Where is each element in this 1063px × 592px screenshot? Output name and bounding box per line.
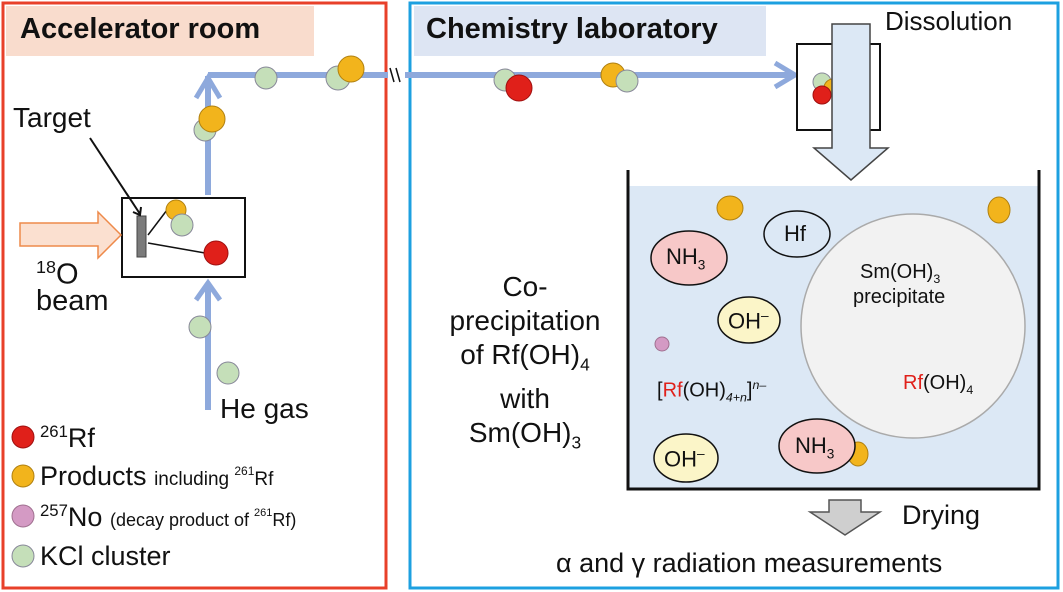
nh3-label-2: NH3 — [795, 433, 835, 462]
chemistry-lab-panel — [408, 1, 1060, 590]
beam-label: 18O — [36, 257, 79, 291]
measurement-label: α and γ radiation measurements — [556, 548, 943, 578]
rf-oh4-label: Rf(OH)4 — [903, 372, 974, 397]
beaker — [626, 170, 1041, 491]
sm-oh3-precipitate — [800, 213, 1026, 439]
oh-label: OH– — [728, 308, 769, 334]
particles — [165, 55, 639, 385]
legend-markers — [11, 425, 35, 568]
accelerator-room-title: Accelerator room — [20, 13, 261, 45]
he-gas-label: He gas — [220, 393, 309, 424]
accelerator-room-panel — [1, 1, 388, 590]
chemistry-lab-title: Chemistry laboratory — [426, 13, 718, 45]
nh3-label: NH3 — [666, 244, 706, 273]
legend-rf: 261Rf — [40, 422, 95, 453]
precipitate-label: precipitate — [853, 286, 946, 308]
rf-complex-label: [Rf(OH)4+n]n– — [657, 378, 767, 405]
oh-label-2: OH– — [664, 446, 705, 472]
break-mark — [389, 67, 401, 83]
target-label: Target — [13, 102, 91, 133]
dissolution-arrow — [811, 23, 891, 181]
legend-products: Products including 261Rf — [40, 461, 274, 491]
target — [136, 215, 147, 258]
hf-label: Hf — [784, 221, 806, 246]
legend-no: 257No (decay product of 261Rf) — [40, 501, 297, 532]
beam-label-word: beam — [36, 285, 109, 317]
smoh3-label: Sm(OH)3 — [860, 261, 941, 286]
coprecipitation-label: Co-precipitation of Rf(OH)4 with Sm(OH)3 — [449, 271, 601, 453]
dissolution-label: Dissolution — [885, 6, 1013, 36]
drying-label: Drying — [902, 500, 981, 530]
legend-kcl: KCl cluster — [40, 541, 171, 571]
beam-arrow — [19, 210, 123, 260]
drying-arrow — [807, 499, 883, 536]
